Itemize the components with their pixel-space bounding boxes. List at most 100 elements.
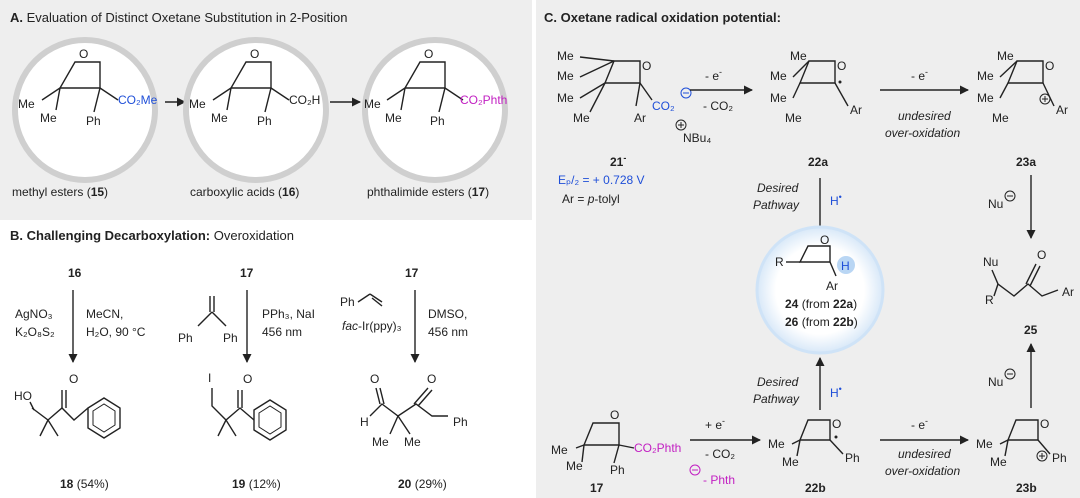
methyl-label: Me [372, 435, 389, 449]
h-atom-label: H• [830, 384, 842, 400]
phenyl-label: Ph [430, 114, 445, 128]
methyl-label: Me [770, 69, 787, 83]
phthalimide-ester-group: CO₂Phth [460, 93, 507, 107]
h-atom-label: H [841, 259, 850, 273]
plus-charge-icon [1039, 93, 1051, 105]
minus-co2-label: - CO₂ [705, 447, 735, 461]
panel-a-title: A. Evaluation of Distinct Oxetane Substi… [10, 10, 347, 25]
col3-catalyst: fac-Ir(ppy)₃ [342, 319, 402, 333]
compound-22b-structure: O Me Me Ph [768, 417, 860, 469]
reduction-potential: Eₚ/₂ = + 0.728 V [558, 173, 645, 187]
minus-electron-label: - e- [911, 416, 928, 432]
methyl-label: Me [189, 97, 206, 111]
aryl-label: Ar [1056, 103, 1068, 117]
r-group-label: R [775, 255, 784, 269]
carboxylate-group: CO₂ [652, 99, 675, 113]
phenyl-label: Ph [610, 463, 625, 477]
plus-electron-label: + e- [705, 416, 725, 432]
col1-cond2: H₂O, 90 °C [86, 325, 146, 339]
compound-20-structure: O H O Me Me Ph [360, 372, 468, 449]
compound-17-label: 17 [590, 481, 604, 495]
minus-electron-label: - e- [705, 67, 722, 83]
nucleophile-label: Nu [988, 197, 1003, 211]
oxygen-atom: O [610, 408, 619, 422]
minus-co2-label: - CO₂ [703, 99, 733, 113]
col2-cond1: PPh₃, NaI [262, 307, 315, 321]
col3-cond2: 456 nm [428, 325, 468, 339]
methyl-esters-caption: methyl esters (15) [12, 185, 108, 199]
compound-24-label: 24 (from 22a) [785, 297, 857, 311]
oxygen-atom: O [820, 233, 829, 247]
methyl-label: Me [211, 111, 228, 125]
methyl-label: Me [785, 111, 802, 125]
over-oxidation-label: over-oxidation [885, 126, 960, 140]
undesired-label: undesired [898, 447, 951, 461]
methyl-label: Me [992, 111, 1009, 125]
aryl-label: Ar [826, 279, 838, 293]
compound-18-structure: HO O [14, 372, 121, 439]
methyl-label: Me [566, 459, 583, 473]
r-group-label: R [985, 293, 994, 307]
styrene-vinyl-structure: Ph [340, 293, 383, 309]
plus-charge-icon [1036, 450, 1048, 462]
aryl-label: Ar [634, 111, 646, 125]
methyl-label: Me [768, 437, 785, 451]
panel-c-title: C. Oxetane radical oxidation potential: [544, 10, 781, 25]
hydrogen-label: H [360, 415, 369, 429]
methyl-label: Me [790, 49, 807, 63]
methyl-label: Me [404, 435, 421, 449]
styrene-reagent-structure: Ph Ph [178, 296, 238, 345]
aryl-definition: Ar = p-tolyl [562, 192, 620, 206]
compound-23a-label: 23a [1016, 155, 1036, 169]
phthalimide-ester-ring: O Me Me Ph CO₂Phth [362, 37, 508, 183]
oxygen-atom: O [1037, 248, 1046, 262]
methyl-label: Me [557, 69, 574, 83]
oxygen-atom: O [370, 372, 379, 386]
h-atom-label: H• [830, 192, 842, 208]
methyl-ester-ring: O Me Me Ph CO₂Me [12, 37, 158, 183]
carboxylic-acid-ring: O Me Me Ph CO₂H [183, 37, 329, 183]
phenyl-label: Ph [257, 114, 272, 128]
minus-charge-icon [1004, 368, 1016, 380]
phenyl-label: Ph [178, 331, 193, 345]
compound-23b-structure: O Me Me Ph [976, 417, 1067, 469]
oxygen-atom: O [1045, 59, 1054, 73]
phenyl-label: Ph [453, 415, 468, 429]
compound-25-structure: Nu O R Ar [983, 248, 1074, 307]
phenyl-label: Ph [223, 331, 238, 345]
compound-21-label: 21- [610, 153, 626, 169]
product-24-26-highlight: O R H Ar 24 (from 22a) 26 (from 22b) [755, 225, 885, 355]
carboxylic-acid-group: CO₂H [289, 93, 320, 107]
oxygen-atom: O [69, 372, 78, 386]
compound-23a-structure: O Me Me Me Me Ar [977, 49, 1068, 125]
methyl-label: Me [977, 91, 994, 105]
compound-26-label: 26 (from 22b) [785, 315, 858, 329]
methyl-label: Me [573, 111, 590, 125]
methyl-label: Me [976, 437, 993, 451]
undesired-label: undesired [898, 109, 951, 123]
phenyl-label: Ph [845, 451, 860, 465]
col3-start-compound: 17 [405, 266, 419, 280]
compound-17-structure: O Me Me CO₂Phth Ph [551, 408, 681, 477]
pathway-label: Pathway [753, 392, 800, 406]
oxygen-atom: O [837, 59, 846, 73]
methyl-label: Me [385, 111, 402, 125]
nbu4-counterion: NBu₄ [683, 131, 711, 145]
oxygen-atom: O [424, 47, 433, 61]
methyl-label: Me [40, 111, 57, 125]
iodine-label: I [208, 371, 211, 385]
compound-23b-label: 23b [1016, 481, 1037, 495]
oxygen-atom: O [243, 372, 252, 386]
oxygen-atom: O [642, 59, 651, 73]
compound-20-caption: 20 (29%) [398, 477, 447, 491]
col1-cond1: MeCN, [86, 307, 123, 321]
methyl-ester-group: CO₂Me [118, 93, 158, 107]
minus-electron-label: - e- [911, 67, 928, 83]
methyl-label: Me [364, 97, 381, 111]
phenyl-label: Ph [86, 114, 101, 128]
col1-start-compound: 16 [68, 266, 82, 280]
pathway-label: Pathway [753, 198, 800, 212]
methyl-label: Me [977, 69, 994, 83]
